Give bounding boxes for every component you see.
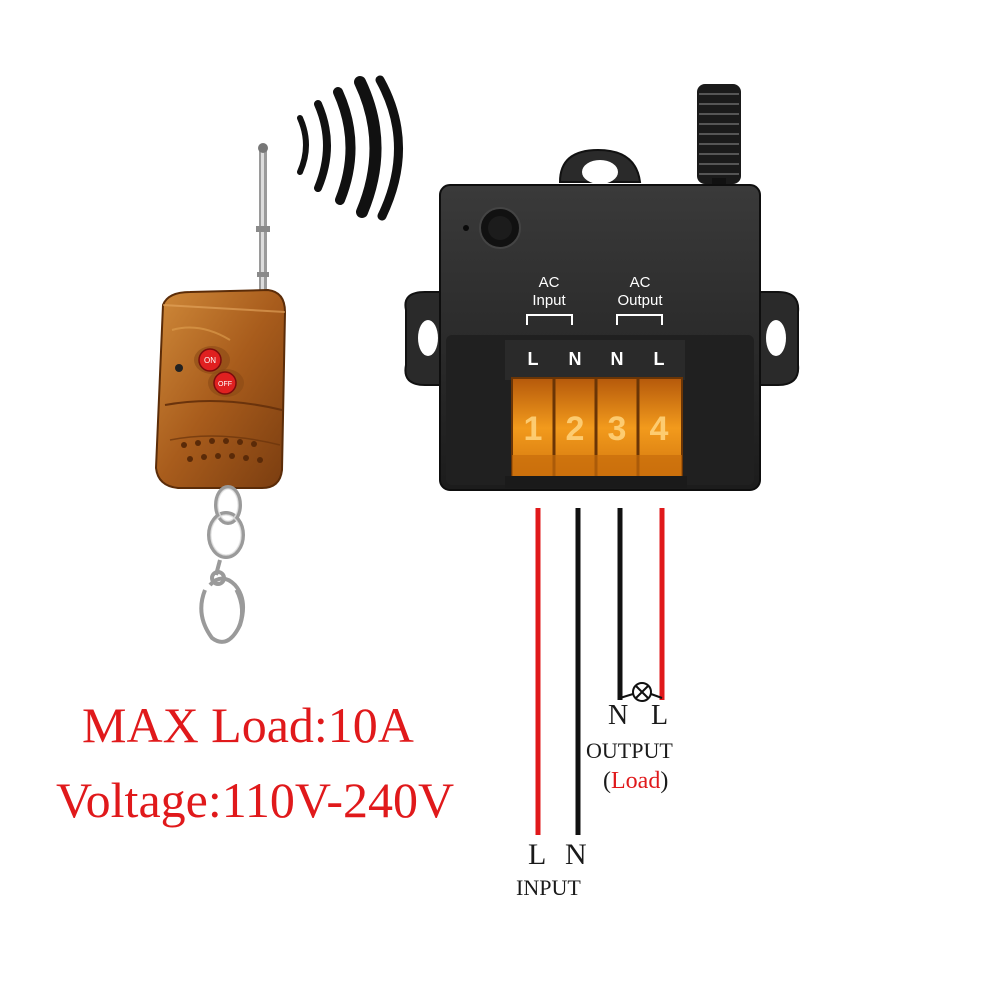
remote-antenna xyxy=(256,143,270,300)
ac-output-label: AC Output xyxy=(617,274,663,309)
load-paren-close: ) xyxy=(660,768,669,794)
terminal-block xyxy=(505,340,687,488)
svg-text:1: 1 xyxy=(524,410,543,448)
load-paren-open: ( xyxy=(603,768,611,794)
on-button-label: ON xyxy=(204,356,216,365)
svg-text:Output: Output xyxy=(617,292,663,309)
lamp-load-icon xyxy=(619,682,663,702)
input-bracket xyxy=(526,314,573,325)
terminal-letters: L N N L xyxy=(528,349,665,369)
svg-text:2: 2 xyxy=(566,410,585,448)
svg-text:AC: AC xyxy=(630,274,651,291)
off-button-label: OFF xyxy=(218,381,232,388)
ac-input-label: AC Input xyxy=(532,274,566,309)
learn-button[interactable] xyxy=(479,207,521,249)
input-label: INPUT xyxy=(516,875,581,900)
remote-off-button[interactable]: OFF xyxy=(213,371,237,395)
max-load-spec: MAX Load:10A xyxy=(82,697,414,753)
output-l-label: L xyxy=(651,700,669,731)
svg-text:3: 3 xyxy=(608,410,627,448)
input-n-label: N xyxy=(565,838,587,871)
svg-text:4: 4 xyxy=(650,410,669,448)
svg-text:AC: AC xyxy=(539,274,560,291)
load-text: Load xyxy=(611,768,661,794)
output-label: OUTPUT xyxy=(586,738,673,763)
input-l-label: L xyxy=(528,838,547,871)
receiver-antenna-icon xyxy=(697,84,741,190)
svg-text:L: L xyxy=(528,349,539,369)
svg-text:Input: Input xyxy=(532,292,566,309)
svg-text:N: N xyxy=(611,349,624,369)
output-n-label: N xyxy=(608,700,629,731)
voltage-spec: Voltage:110V-240V xyxy=(56,772,455,828)
remote-dots xyxy=(181,438,263,463)
wires xyxy=(535,508,665,835)
remote-on-button[interactable]: ON xyxy=(198,348,222,372)
load-label: (Load) xyxy=(603,768,668,795)
keychain-clip xyxy=(199,485,246,644)
svg-text:L: L xyxy=(654,349,665,369)
signal-waves-icon xyxy=(297,75,403,221)
output-bracket xyxy=(616,314,663,325)
svg-text:N: N xyxy=(569,349,582,369)
terminal-numbers: 1 2 3 4 xyxy=(524,410,669,448)
